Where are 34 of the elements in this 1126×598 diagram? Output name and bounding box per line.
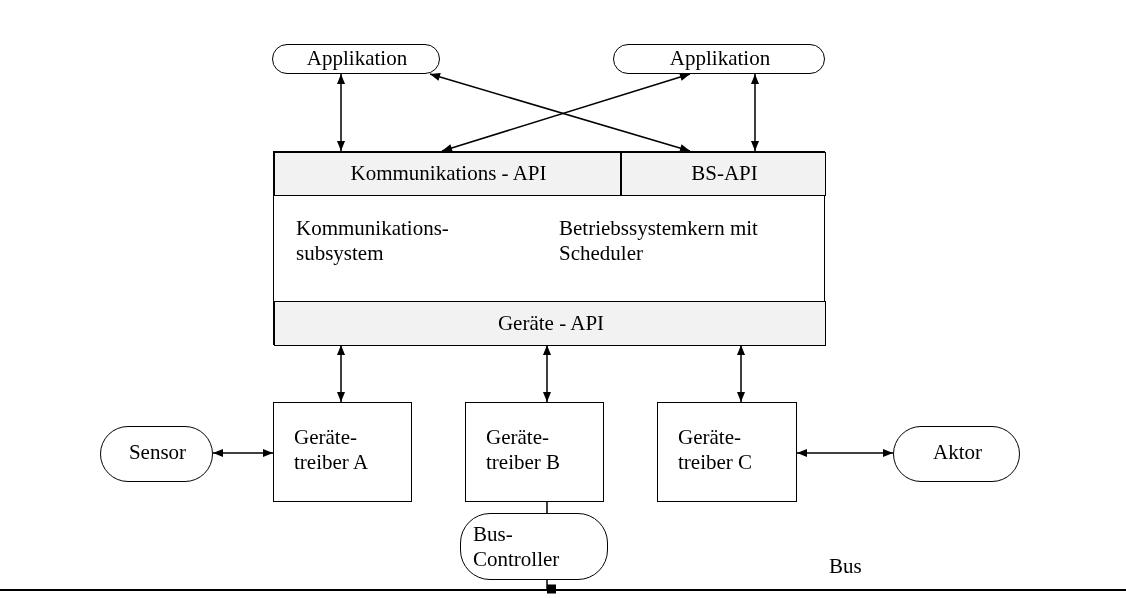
device-node [100, 426, 213, 482]
node-label: Applikation [305, 46, 409, 71]
device-node [893, 426, 1020, 482]
node-label: Sensor [127, 440, 188, 465]
node-label: BS-API [690, 161, 759, 186]
node-label: Geräte - API [496, 311, 606, 336]
arrow [543, 344, 551, 403]
arrow [212, 449, 274, 457]
arrow [337, 73, 345, 152]
node-label: Kommunikations- subsystem [296, 216, 450, 266]
terminal-node [272, 44, 440, 74]
connector-line [546, 501, 548, 514]
node-label: Aktor [932, 440, 983, 465]
layer-box [273, 151, 825, 345]
node-label: Geräte- treiber C [678, 425, 754, 475]
node-label: Geräte- treiber A [294, 425, 370, 475]
node-label: Applikation [668, 46, 772, 71]
api-band [274, 301, 826, 346]
node-label: Kommunikations - API [349, 161, 548, 186]
arrow [796, 449, 894, 457]
api-band [274, 152, 621, 196]
driver-box [657, 402, 797, 502]
api-band [621, 152, 826, 196]
controller-node [460, 513, 608, 580]
arrow [737, 344, 745, 403]
driver-box [273, 402, 412, 502]
driver-box [465, 402, 604, 502]
terminal-node [613, 44, 825, 74]
node-label: Geräte- treiber B [486, 425, 562, 475]
arrow [751, 73, 759, 152]
node-label: Betriebssystemkern mit Scheduler [559, 216, 759, 266]
node-label: Bus- Controller [473, 522, 561, 572]
arrow [337, 344, 345, 403]
bus-label: Bus [829, 554, 862, 579]
